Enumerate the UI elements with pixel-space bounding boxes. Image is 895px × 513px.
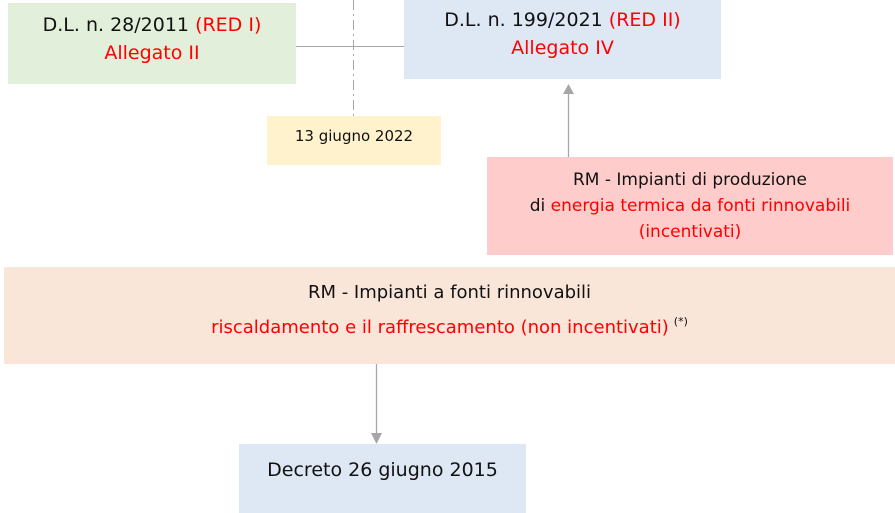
decree-box: Decreto 26 giugno 2015	[239, 444, 526, 513]
red1-title-row: D.L. n. 28/2011 (RED I)	[43, 11, 262, 39]
non-incentivized-box: RM - Impianti a fonti rinnovabili riscal…	[4, 267, 895, 364]
non-incentivized-line1: RM - Impianti a fonti rinnovabili	[307, 282, 592, 303]
incentivized-line2-red: energia termica da fonti rinnovabili	[550, 196, 851, 216]
incentivized-line2-prefix: di	[529, 196, 546, 216]
transition-date-box: 13 giugno 2022	[267, 116, 441, 165]
incentivized-box: RM - Impianti di produzione di energia t…	[487, 157, 893, 255]
red1-box: D.L. n. 28/2011 (RED I) Allegato II	[8, 3, 296, 84]
incentivized-line1: RM - Impianti di produzione	[572, 170, 808, 190]
incentivized-line3: (incentivati)	[638, 222, 742, 242]
decree-label: Decreto 26 giugno 2015	[267, 459, 498, 481]
non-incentivized-line2: riscaldamento e il raffrescamento (non i…	[211, 307, 688, 342]
arrow-up-icon	[563, 84, 574, 94]
red2-tag: (RED II)	[608, 9, 681, 31]
red1-tag: (RED I)	[195, 14, 262, 36]
footnote-mark: (*)	[673, 315, 688, 328]
red1-annex: Allegato II	[104, 42, 200, 64]
transition-date-label: 13 giugno 2022	[294, 127, 414, 145]
red2-title-row: D.L. n. 199/2021 (RED II)	[444, 6, 680, 34]
red2-title: D.L. n. 199/2021	[444, 9, 603, 31]
non-incentivized-line2-red: riscaldamento e il raffrescamento (non i…	[211, 317, 669, 338]
arrow-down-icon	[371, 433, 382, 444]
red1-title: D.L. n. 28/2011	[42, 14, 190, 36]
incentivized-line2: di energia termica da fonti rinnovabili	[530, 193, 851, 219]
red2-box: D.L. n. 199/2021 (RED II) Allegato IV	[404, 0, 721, 79]
red2-annex: Allegato IV	[511, 37, 614, 59]
